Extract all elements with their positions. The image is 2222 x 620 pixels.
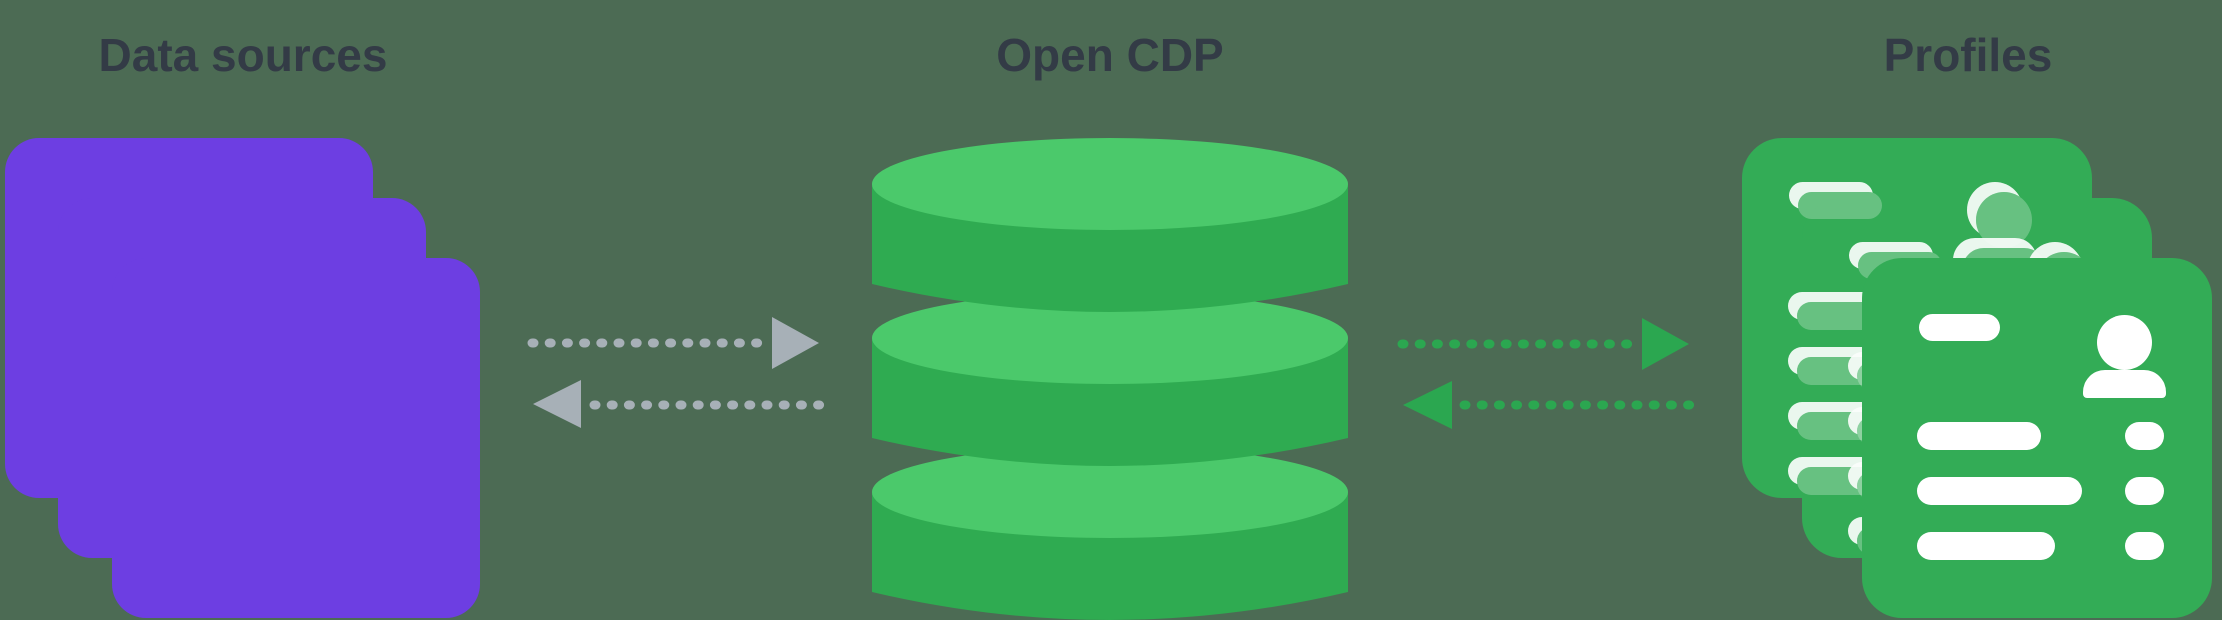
text-line xyxy=(1917,532,2055,560)
text-line xyxy=(1917,477,2082,505)
arrow-right-icon xyxy=(1642,318,1689,370)
arrow-right-icon xyxy=(772,317,819,369)
detail-dot xyxy=(2125,532,2164,560)
data-source-card-front xyxy=(112,258,480,618)
data-sources-label: Data sources xyxy=(98,29,388,81)
person-icon xyxy=(2097,315,2152,370)
arrow-left-icon xyxy=(1403,381,1452,429)
open-cdp-label: Open CDP xyxy=(996,29,1224,81)
database-icon xyxy=(872,138,1348,620)
person-shoulders xyxy=(2083,370,2166,398)
arrow-cdp-to-profiles xyxy=(1397,318,1689,370)
text-line xyxy=(1917,422,2041,450)
person-icon xyxy=(1976,192,2032,248)
detail-dot xyxy=(2125,477,2164,505)
arrow-sources-to-cdp xyxy=(527,317,819,369)
arrow-left-icon xyxy=(533,380,581,428)
text-line-ghost xyxy=(1798,192,1882,219)
database-disk-bottom-top xyxy=(872,446,1348,538)
profiles-label: Profiles xyxy=(1883,29,2053,81)
detail-dot xyxy=(2125,422,2164,450)
text-line xyxy=(1919,314,2000,341)
arrow-cdp-to-sources xyxy=(533,380,825,428)
database-disk-top-top xyxy=(872,138,1348,230)
database-disk-middle-top xyxy=(872,292,1348,384)
arrow-profiles-to-cdp xyxy=(1403,381,1695,429)
profile-card-front xyxy=(1862,258,2212,618)
